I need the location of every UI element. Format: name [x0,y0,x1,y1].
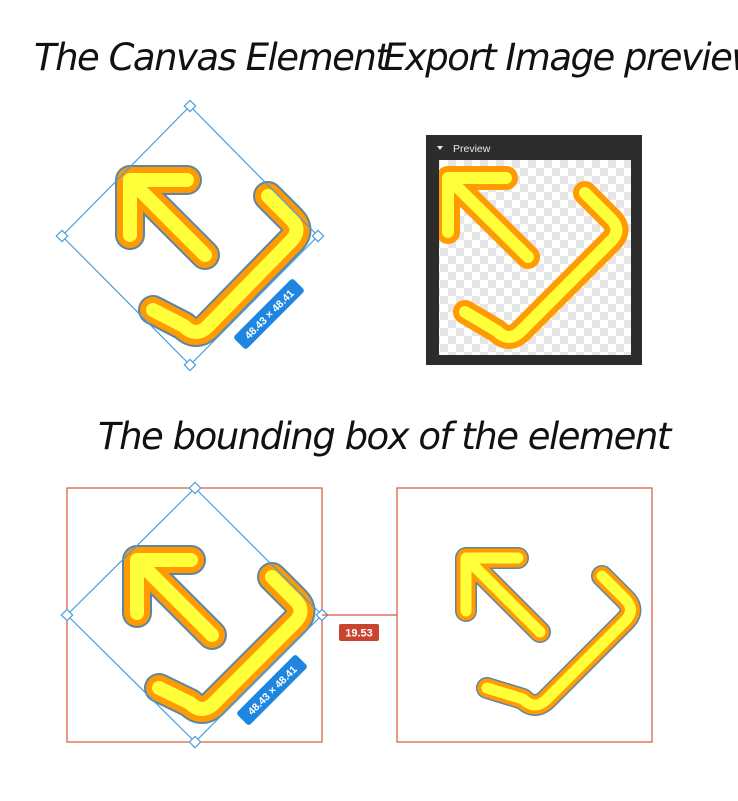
export-preview-panel: Preview [426,135,642,365]
bounding-box-view-left: 48.43 × 48.41 [60,481,329,749]
selection-handle-bottom[interactable] [188,735,202,749]
selection-handle-left[interactable] [55,229,69,243]
selection-handle-top[interactable] [188,481,202,495]
gap-label: 19.53 [345,628,373,640]
selection-handle-bottom[interactable] [183,358,197,372]
bounding-box-title: The bounding box of the element [98,415,671,458]
gap-measurement: 19.53 [322,614,397,641]
arrow-icon [115,165,312,347]
chevron-down-icon[interactable] [437,146,443,150]
export-preview-title: Export Image preview [383,36,738,79]
arrow-icon [455,547,642,716]
canvas-element-title: The Canvas Element [34,36,390,79]
bounding-box-frame [396,487,653,743]
arrow-icon [439,166,629,349]
canvas-element-view: 48.43 × 48.41 [55,99,325,372]
preview-header-label: Preview [453,143,491,155]
selection-handle-left[interactable] [60,608,74,622]
selection-handle-right[interactable] [311,229,325,243]
bounding-box-view-right [396,487,653,743]
selection-handle-top[interactable] [183,99,197,113]
arrow-icon [122,545,316,724]
